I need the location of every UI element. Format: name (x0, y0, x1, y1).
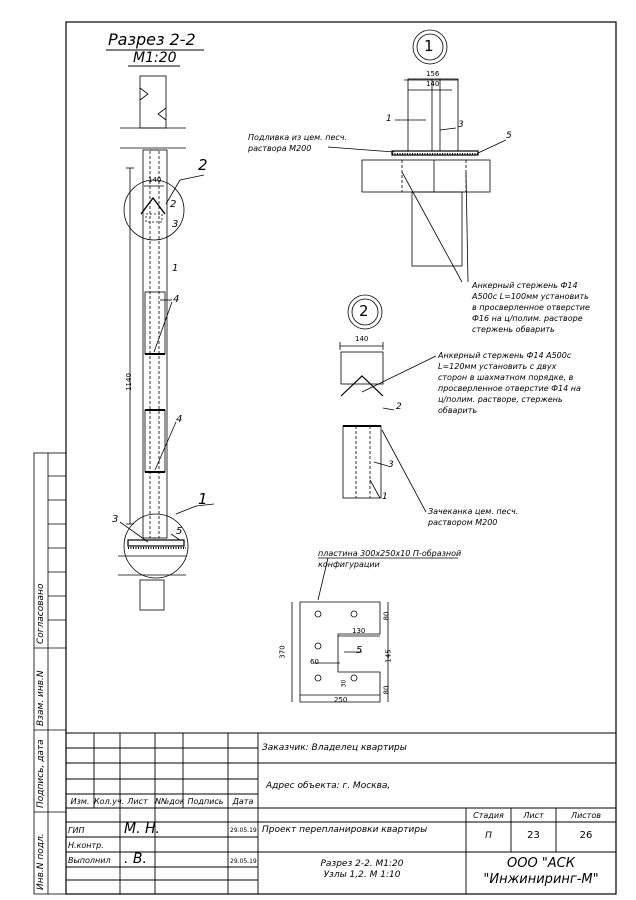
node1-dim-inner: 140 (426, 80, 440, 88)
company-name: ООО "АСК "Инжиниринг-М" (483, 856, 599, 887)
section-callout-4b: 4 (176, 414, 183, 425)
node1-callout-1: 1 (386, 114, 392, 124)
sheets-value: 26 (579, 830, 593, 841)
node2-callout-1: 1 (382, 492, 388, 502)
section-callout-4a: 4 (173, 294, 180, 305)
node1-anchor-note: Анкерный стержень Ф14 А500с L=100мм уста… (472, 281, 590, 334)
node2-drawing (339, 294, 437, 513)
node2-callout-3: 3 (388, 460, 394, 470)
section-callout-5: 5 (176, 526, 183, 537)
plate-note: пластина 300х250х10 П-образной конфигура… (318, 549, 462, 569)
tb-header-doc: N№док (155, 797, 185, 806)
section-callout-node1: 1 (198, 490, 208, 508)
plate-dim-mid: 145 (384, 649, 393, 663)
node1-dim-outer: 156 (426, 70, 440, 78)
section-wall (118, 75, 215, 611)
side-stamp-signdate: Подпись, дата (36, 739, 46, 808)
node2-dim: 140 (355, 335, 369, 343)
node1-pad-note: Подливка из цем. песч. раствора М200 (248, 133, 348, 153)
node1-callout-3: 3 (458, 120, 464, 130)
section-callout-3: 3 (172, 219, 179, 230)
node2-callout-2: 2 (396, 402, 402, 412)
tb-header-sign: Подпись (187, 797, 224, 806)
stage-value: П (485, 831, 492, 841)
role-control: Н.контр. (68, 841, 104, 850)
tb-header-kolu: Кол.уч. (94, 797, 125, 806)
plate-drawing (291, 557, 458, 703)
section-callout-3b: 3 (112, 514, 119, 525)
customer-field: Заказчик: Владелец квартиры (262, 743, 407, 753)
role-executor: Выполнил (68, 856, 111, 865)
section-title-underline (106, 49, 204, 67)
plate-dim-width: 250 (334, 696, 348, 704)
gip-date: 29.05.19 (230, 827, 257, 834)
plate-dim-slot: 130 (352, 627, 366, 635)
plate-dim-height: 370 (278, 645, 287, 659)
section-callout-2: 2 (170, 199, 177, 210)
plate-callout-5: 5 (356, 645, 363, 656)
drawing-title: Разрез 2-2. М1:20 Узлы 1,2. М 1:10 (320, 859, 404, 880)
tb-header-izm: Изм. (70, 797, 90, 806)
plate-dim-top: 80 (382, 611, 391, 621)
executor-signature: . В. (124, 851, 147, 867)
sheets-header: Листов (571, 811, 601, 820)
section-height-dim: 1140 (124, 373, 133, 391)
tb-header-date: Дата (232, 797, 254, 806)
section-scale: М1:20 (133, 50, 177, 66)
node1-number: 1 (424, 37, 434, 55)
stage-header: Стадия (473, 811, 504, 820)
title-block-grid (66, 732, 616, 894)
side-stamp-invno: Инв.N подл. (36, 833, 46, 890)
tb-header-list: Лист (127, 797, 148, 806)
section-callout-node2: 2 (198, 156, 208, 174)
node2-number: 2 (359, 302, 369, 320)
project-name: Проект перепланировки квартиры (262, 825, 428, 835)
node2-grout-note: Зачеканка цем. песч. раствором М200 (428, 507, 519, 527)
node1-drawing (327, 29, 507, 283)
side-stamp-grid (33, 452, 67, 895)
side-stamp-replaced: Взам. инв.N (36, 670, 46, 726)
gip-signature: М. Н. (124, 821, 160, 837)
address-field: Адрес объекта: г. Москва, (266, 781, 391, 791)
section-width-dim: 140 (148, 176, 162, 184)
executor-date: 29.05.19 (230, 858, 257, 865)
sheet-header: Лист (523, 811, 544, 820)
sheet-value: 23 (527, 830, 540, 841)
plate-dim-bot: 80 (382, 685, 391, 695)
role-gip: ГИП (68, 826, 85, 835)
plate-dim-left: 60 (310, 658, 319, 666)
plate-dim-small: 30 (340, 679, 348, 688)
node1-callout-5: 5 (506, 131, 512, 141)
section-callout-1: 1 (172, 263, 179, 274)
section-title: Разрез 2-2 (108, 30, 196, 49)
node2-anchor-note: Анкерный стержень Ф14 А500с L=120мм уста… (438, 351, 581, 415)
side-stamp-agreed: Согласовано (36, 583, 46, 644)
